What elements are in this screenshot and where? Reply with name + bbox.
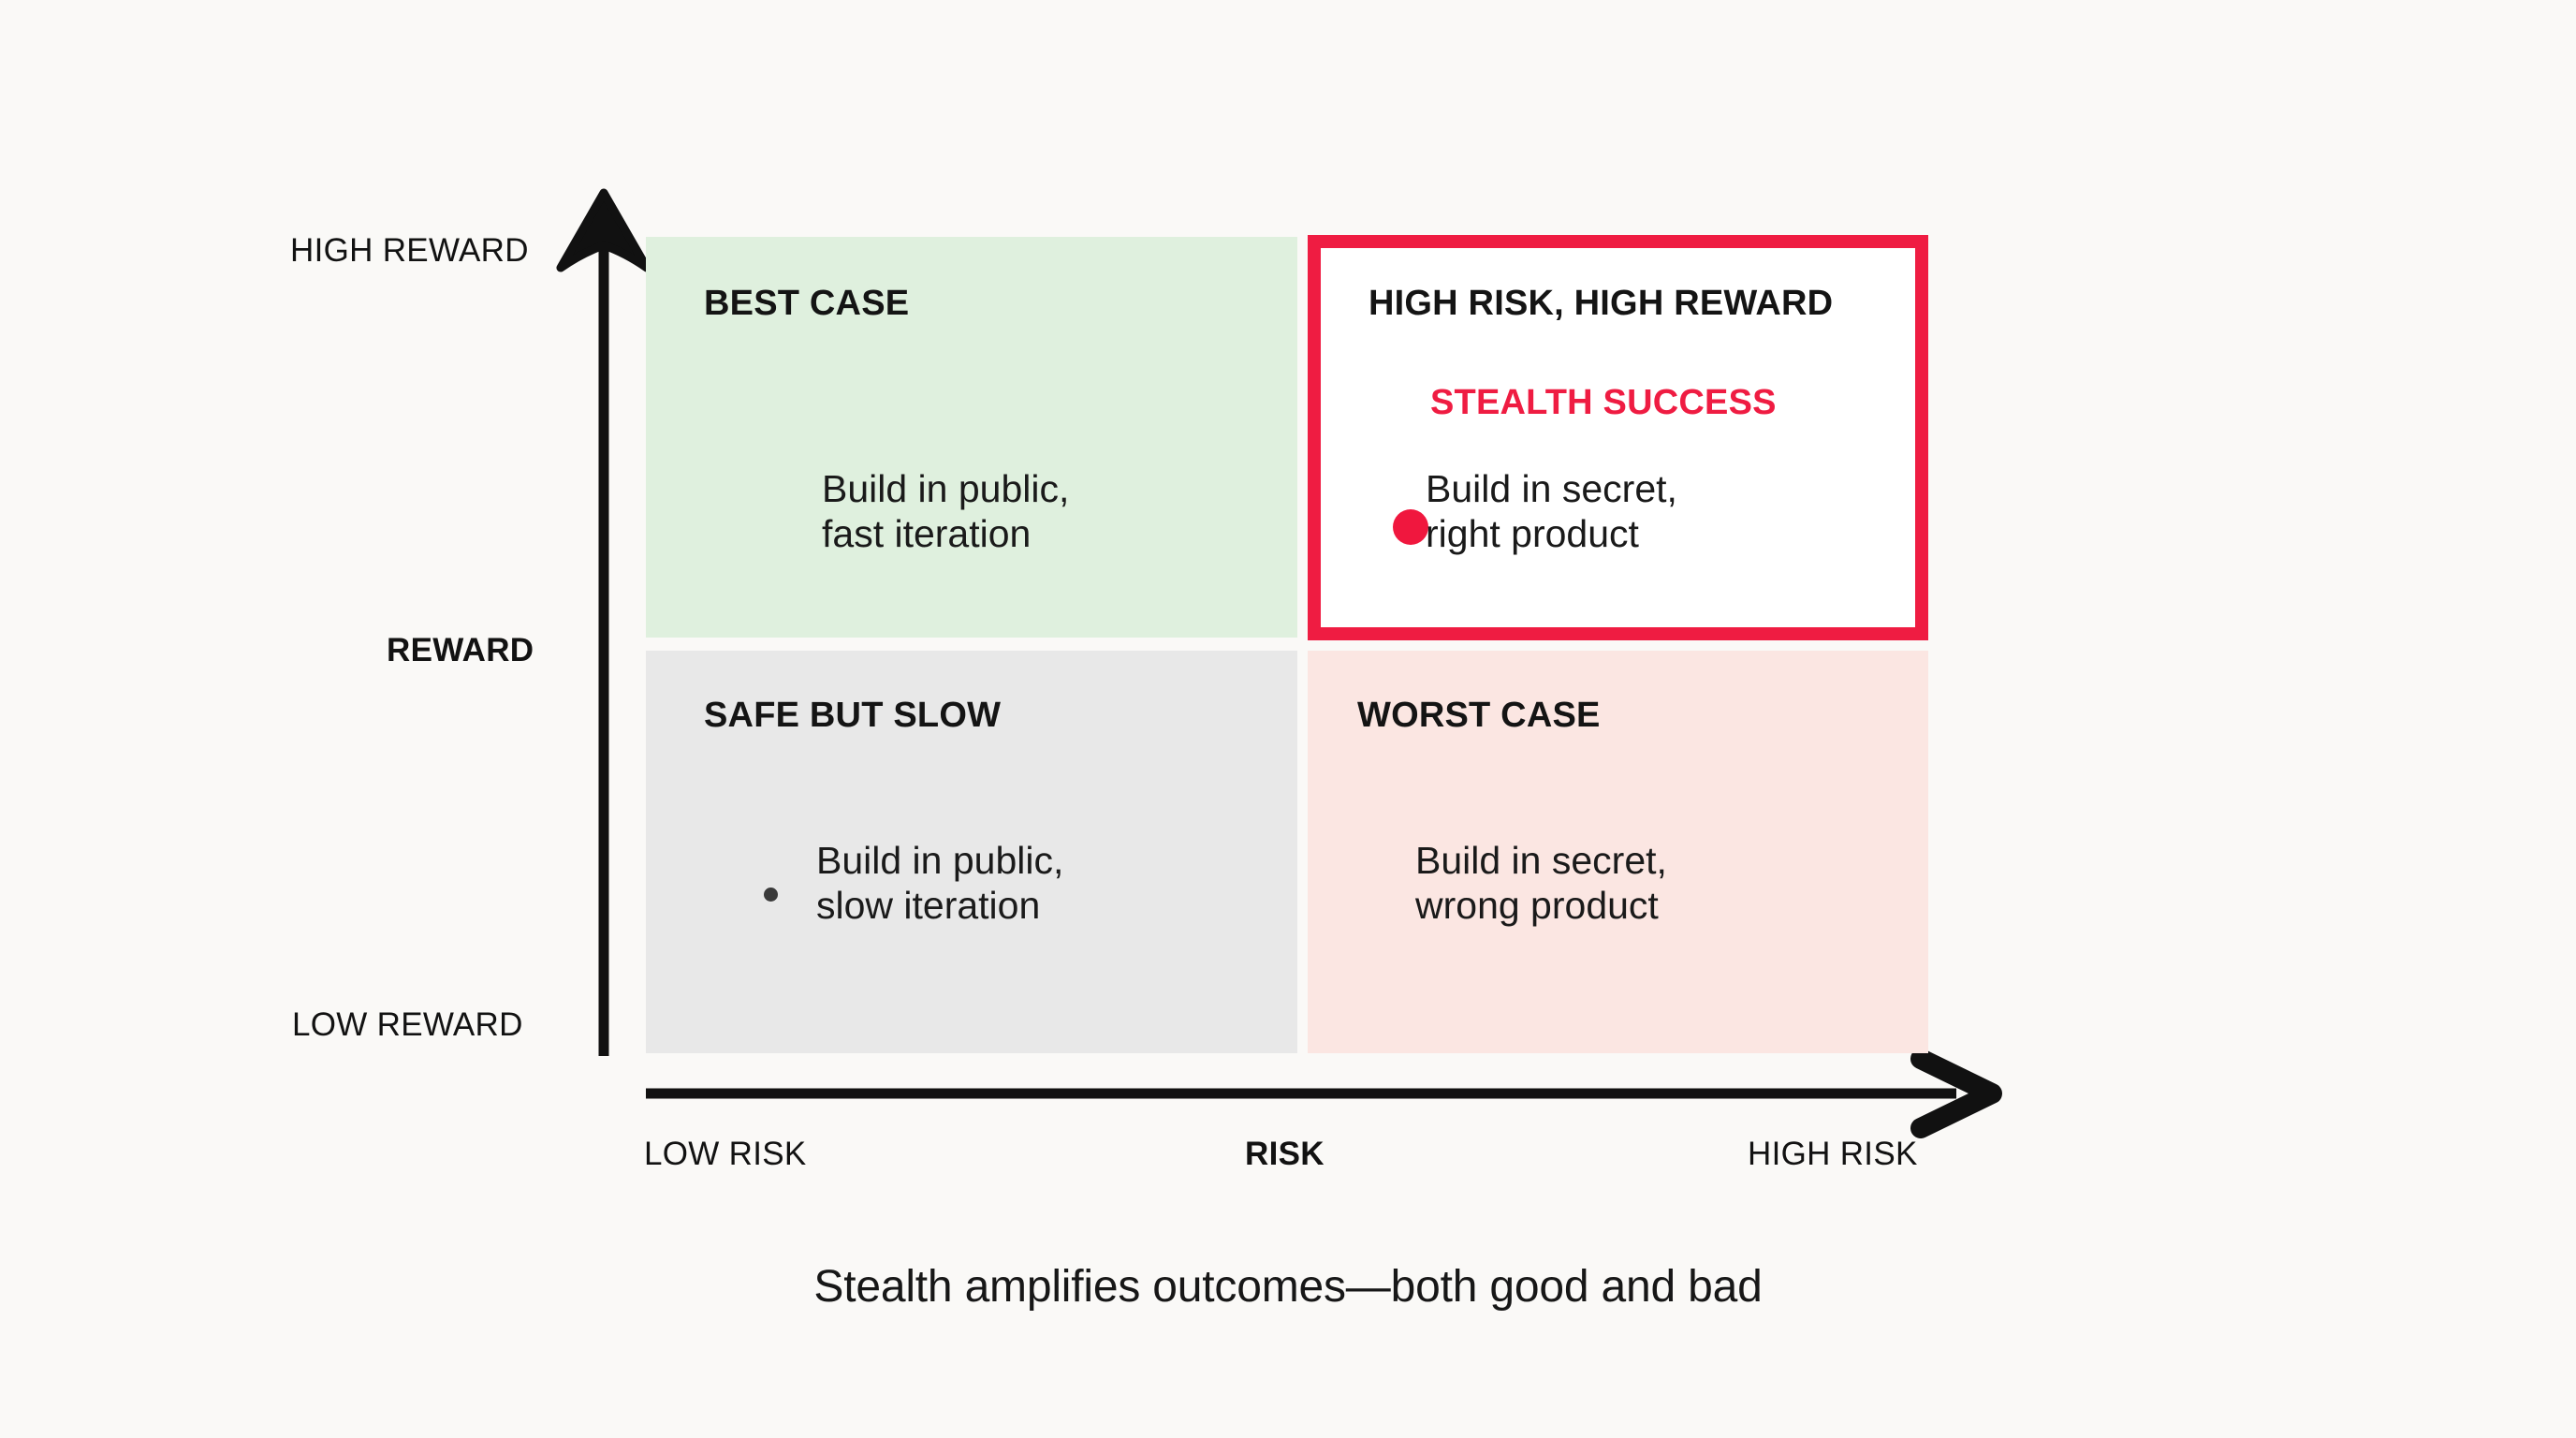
quadrant-best-case[interactable]: BEST CASE Build in public, fast iteratio…	[646, 237, 1297, 638]
y-axis-title: REWARD	[387, 632, 534, 668]
data-point-marker-stealth-success	[1393, 509, 1428, 545]
quadrant-subtitle-stealth-success: STEALTH SUCCESS	[1430, 383, 1777, 422]
quadrant-body: Build in public, fast iteration	[822, 467, 1070, 556]
x-axis-title: RISK	[1245, 1136, 1325, 1172]
x-axis-high-label: HIGH RISK	[1748, 1136, 1918, 1172]
y-axis-arrowhead	[556, 188, 651, 272]
x-axis-arrowhead	[1910, 1049, 2002, 1138]
quadrant-high-risk-high-reward[interactable]: HIGH RISK, HIGH REWARD STEALTH SUCCESS B…	[1308, 235, 1928, 640]
diagram-caption: Stealth amplifies outcomes—both good and…	[813, 1262, 1763, 1312]
y-axis-high-label: HIGH REWARD	[290, 232, 529, 269]
quadrant-title: BEST CASE	[704, 284, 910, 323]
quadrant-body: Build in public, slow iteration	[816, 839, 1064, 928]
quadrant-body: Build in secret, right product	[1426, 467, 1677, 556]
y-axis-low-label: LOW REWARD	[292, 1006, 523, 1043]
x-axis-low-label: LOW RISK	[644, 1136, 807, 1172]
quadrant-worst-case[interactable]: WORST CASE Build in secret, wrong produc…	[1308, 651, 1928, 1053]
quadrant-body: Build in secret, wrong product	[1415, 839, 1667, 928]
data-point-marker-safe-but-slow	[764, 888, 778, 902]
quadrant-safe-but-slow[interactable]: SAFE BUT SLOW Build in public, slow iter…	[646, 651, 1297, 1053]
quadrant-title: WORST CASE	[1357, 696, 1601, 735]
quadrant-title: SAFE BUT SLOW	[704, 696, 1002, 735]
quadrant-title: HIGH RISK, HIGH REWARD	[1368, 284, 1834, 323]
